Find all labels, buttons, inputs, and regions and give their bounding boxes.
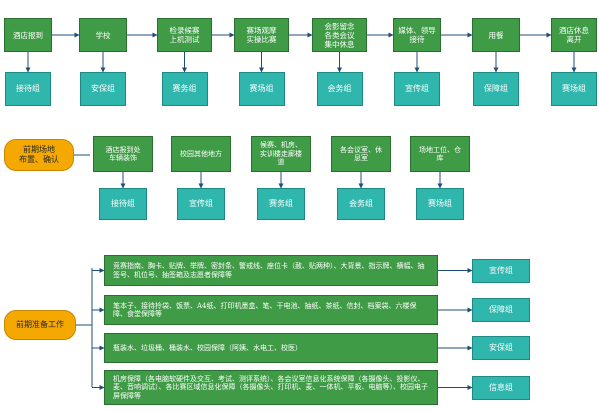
site-task: 场地工位、仓 库 [410, 136, 470, 172]
flow-step: 媒体、领导 接待 [393, 18, 441, 52]
flow-step: 酒店休息 离开 [551, 18, 597, 52]
flow-group: 接待组 [5, 72, 51, 106]
flow-step: 会影留念 各类会议 集中休息 [312, 18, 367, 52]
flow-step: 学校 [79, 18, 127, 52]
work-task: 笔本子、接待拎袋、饭票、A4纸、打印机墨盒、笔、干电池、抽纸、茶纸、信封、档案袋… [104, 295, 438, 325]
flow-step: 赛场观摩 实操比赛 [234, 18, 289, 52]
site-group: 赛场组 [416, 188, 464, 220]
site-group: 宣传组 [177, 188, 225, 220]
work-group: 宣传组 [472, 258, 530, 283]
flow-group: 安保组 [80, 72, 126, 106]
work-task: 机房保障（各电脑软硬件及交互、考试、测评系统）、各会议室信息化系统保障（各摄像头… [104, 370, 438, 405]
flow-group: 赛场组 [551, 72, 597, 106]
prep-work-label: 前期准备工作 [4, 310, 76, 340]
work-group: 保障组 [472, 298, 530, 322]
site-task: 校园其他地方 [171, 136, 231, 172]
work-group: 安保组 [472, 336, 530, 360]
flow-step: 用餐 [472, 18, 520, 52]
site-group: 赛务组 [257, 188, 305, 220]
site-group: 接待组 [99, 188, 147, 220]
site-task: 候赛、机房、 实训楼走廊楼 道 [251, 136, 311, 172]
flow-step: 酒店报到 [4, 18, 52, 52]
work-group: 信息组 [472, 375, 530, 400]
flow-group: 会务组 [316, 72, 363, 106]
flow-step: 检录候赛 上机测试 [157, 18, 212, 52]
prep-site-label: 前期场地 布置、确认 [4, 139, 74, 171]
flow-group: 宣传组 [394, 72, 440, 106]
work-task: 竞赛指南、胸卡、贴牌、举牌、密封条、警戒线、座位卡（赦、贴两种）、大背景、指示牌… [104, 255, 438, 286]
work-task: 瓶装水、垃圾桶、桶装水、校园保障（阿姨、水电工、校医） [104, 333, 438, 363]
flow-arrows [25, 32, 577, 390]
site-task: 酒店报到处 车辆装饰 [93, 136, 153, 172]
flow-group: 赛场组 [238, 72, 285, 106]
flow-group: 保障组 [473, 72, 519, 106]
site-group: 会务组 [337, 188, 385, 220]
flow-group: 赛务组 [161, 72, 208, 106]
site-task: 各会议室、休 息室 [331, 136, 391, 172]
